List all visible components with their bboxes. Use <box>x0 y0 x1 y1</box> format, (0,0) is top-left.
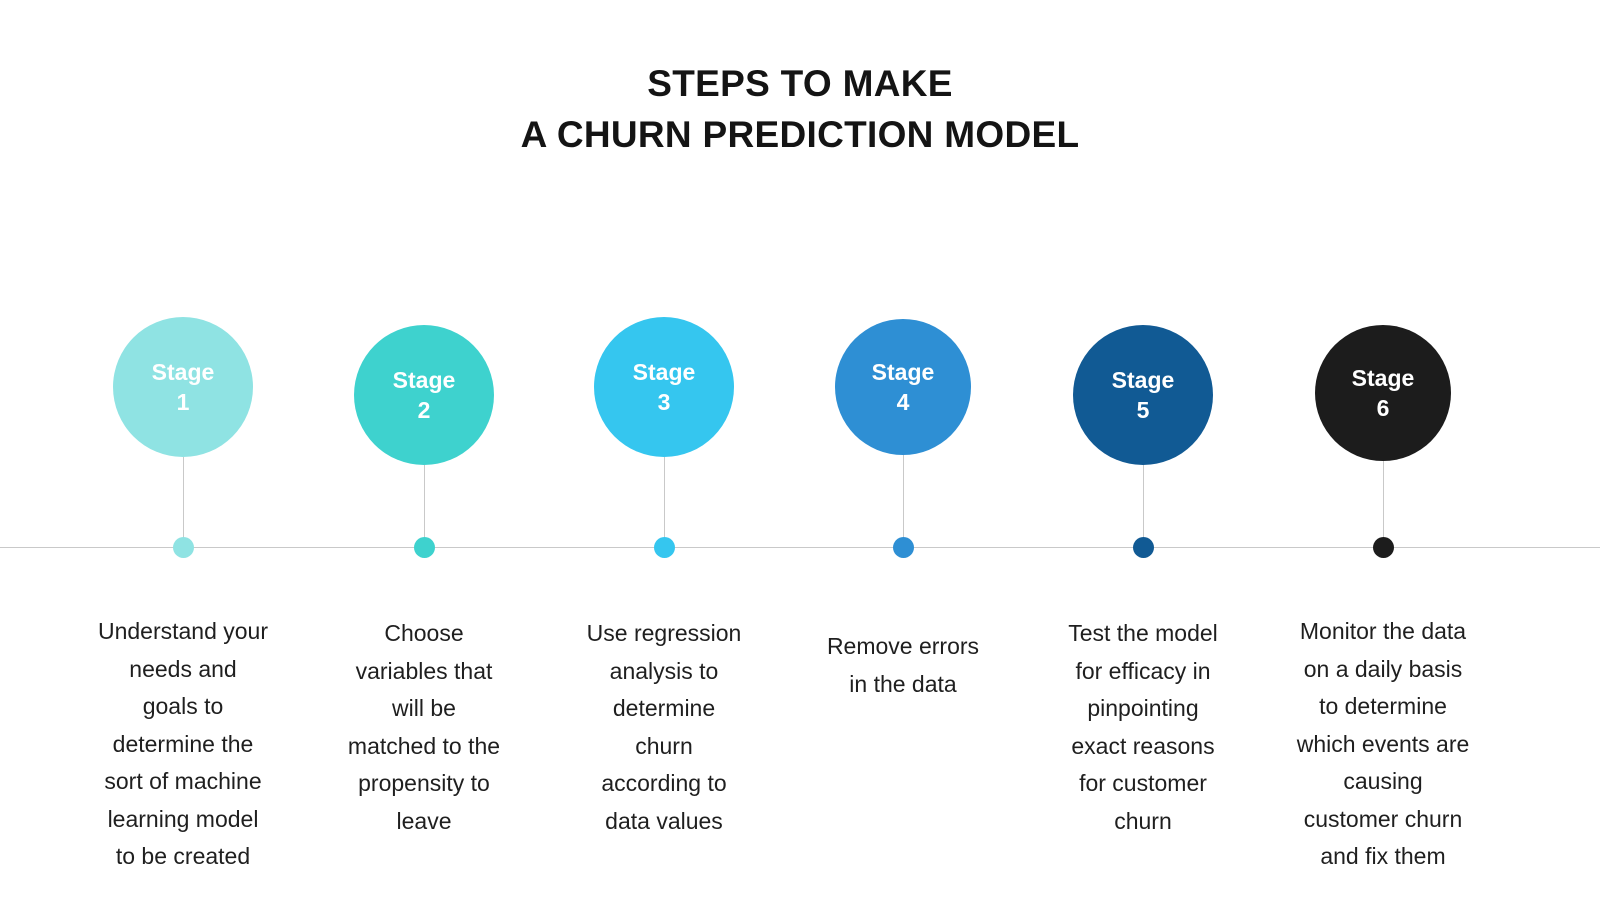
stage-dot-1[interactable] <box>172 537 194 558</box>
stage-dot-5[interactable] <box>1132 537 1154 558</box>
stage-number-4: 4 <box>896 389 910 415</box>
stage-number-6: 6 <box>1376 395 1390 421</box>
stage-number-3: 3 <box>657 389 671 415</box>
stage-connector-6 <box>1382 461 1384 547</box>
stage-label-2: Stage <box>392 367 456 393</box>
page-title-line-2: A CHURN PREDICTION MODEL <box>520 114 1080 155</box>
page-title: STEPS TO MAKE A CHURN PREDICTION MODEL <box>0 58 1600 160</box>
stage-caption-5: Test the model for efficacy in pinpointi… <box>1068 620 1218 834</box>
stage-connector-4 <box>902 455 904 547</box>
stage-label-3: Stage <box>632 359 696 385</box>
stage-label-4: Stage <box>871 359 935 385</box>
stage-circle-1[interactable]: Stage 1 <box>113 317 253 457</box>
stage-caption-6: Monitor the data on a daily basis to det… <box>1296 618 1470 869</box>
stage-connector-3 <box>663 457 665 547</box>
stage-caption-4: Remove errors in the data <box>826 633 980 697</box>
stage-connector-2 <box>423 465 425 547</box>
stage-dot-2[interactable] <box>413 537 435 558</box>
stage-circle-6[interactable]: Stage 6 <box>1315 325 1451 461</box>
stage-number-2: 2 <box>417 397 431 423</box>
stage-number-1: 1 <box>176 389 190 415</box>
stage-dot-3[interactable] <box>653 537 675 558</box>
stage-label-1: Stage <box>151 359 215 385</box>
stage-connector-1 <box>182 457 184 547</box>
stage-connector-5 <box>1142 465 1144 547</box>
stage-label-5: Stage <box>1111 367 1175 393</box>
stage-circle-2[interactable]: Stage 2 <box>354 325 494 465</box>
stage-circle-4[interactable]: Stage 4 <box>835 319 971 455</box>
stage-number-5: 5 <box>1136 397 1150 423</box>
stage-caption-3: Use regression analysis to determine chu… <box>586 620 742 834</box>
stage-circle-5[interactable]: Stage 5 <box>1073 325 1213 465</box>
stage-caption-2: Choose variables that will be matched to… <box>347 620 501 834</box>
stage-dot-4[interactable] <box>892 537 914 558</box>
stage-label-6: Stage <box>1351 365 1415 391</box>
stage-caption-1: Understand your needs and goals to deter… <box>97 618 269 869</box>
page-title-line-1: STEPS TO MAKE <box>647 63 953 104</box>
timeline-axis <box>0 547 1600 548</box>
stage-circle-3[interactable]: Stage 3 <box>594 317 734 457</box>
stage-dot-6[interactable] <box>1372 537 1394 558</box>
